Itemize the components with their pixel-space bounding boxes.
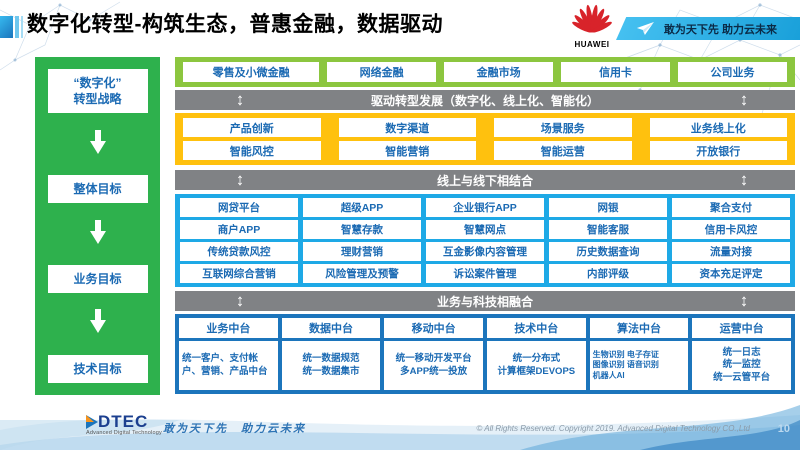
middle-platform-block: 业务中台统一客户、支付帐户、营销、产品中台数据中台统一数据规范 统一数据集市移动… xyxy=(175,314,795,394)
title-accent-decoration xyxy=(0,16,23,38)
sidebar-stage-box: “数字化” 转型战略 xyxy=(47,69,148,114)
platform-title: 技术中台 xyxy=(486,318,586,338)
paper-plane-icon xyxy=(637,21,655,35)
section-bar-label: 线上与线下相结合 xyxy=(436,173,533,188)
online-offline-box: 智慧网点 xyxy=(426,220,544,239)
adtec-wordmark: DTEC xyxy=(98,412,149,431)
sidebar-stage-box: 整体目标 xyxy=(47,175,148,204)
business-line-box: 零售及小微金融 xyxy=(183,62,320,82)
sidebar-stage-box: 技术目标 xyxy=(47,354,148,383)
business-lines-row: 零售及小微金融网络金融金融市场信用卡公司业务 xyxy=(175,57,795,87)
platform-detail: 统一分布式 计算框架DEVOPS xyxy=(486,341,586,390)
header-banner: 敢为天下先 助力云未来 xyxy=(616,17,800,40)
online-offline-box: 企业银行APP xyxy=(426,198,544,217)
platform-column: 运营中台统一日志 统一监控 统一云管平台 xyxy=(692,318,791,390)
online-offline-block: 网贷平台超级APP 企业银行APP 网银聚合支付商户APP 智慧存款智慧网点智能客服信… xyxy=(175,194,795,287)
online-offline-box: 网贷平台 xyxy=(180,198,298,217)
platform-detail: 统一移动开发平台 多APP统一投放 xyxy=(384,341,483,390)
capability-box: 业务线上化 xyxy=(649,118,787,137)
online-offline-box: 流量对接 xyxy=(672,242,790,261)
platform-title: 算法中台 xyxy=(589,318,689,338)
capability-box: 产品创新 xyxy=(183,118,321,137)
capability-box: 开放银行 xyxy=(649,141,787,160)
down-arrow-icon xyxy=(89,309,106,338)
capability-box: 数字渠道 xyxy=(338,118,476,137)
platform-column: 算法中台生物识别 电子存证 图像识别 语音识别 机器人AI xyxy=(589,318,689,390)
online-offline-box: 商户APP xyxy=(180,220,298,239)
business-line-box: 网络金融 xyxy=(327,62,437,82)
platform-title: 移动中台 xyxy=(384,318,483,338)
updown-arrow-icon: ↕ xyxy=(739,90,749,109)
section-bar-label: 业务与科技相融合 xyxy=(436,294,533,309)
huawei-wordmark: HUAWEI xyxy=(574,40,610,49)
main-flow: 零售及小微金融网络金融金融市场信用卡公司业务 ↕ 驱动转型发展（数字化、线上化、… xyxy=(175,57,795,394)
platform-detail: 统一日志 统一监控 统一云管平台 xyxy=(692,341,791,390)
online-offline-box: 互金影像内容管理 xyxy=(426,242,544,261)
online-offline-box: 信用卡风控 xyxy=(672,220,790,239)
down-arrow-icon xyxy=(89,129,106,159)
platform-title: 数据中台 xyxy=(281,318,381,338)
huawei-logo: HUAWEI xyxy=(570,4,614,49)
capability-row: 产品创新数字渠道场景服务业务线上化 xyxy=(183,118,787,137)
capability-box: 智能风控 xyxy=(183,141,321,160)
business-line-box: 信用卡 xyxy=(561,62,671,82)
capability-box: 智能运营 xyxy=(494,141,632,160)
online-offline-box: 历史数据查询 xyxy=(549,242,667,261)
platform-detail: 统一客户、支付帐户、营销、产品中台 xyxy=(179,341,278,390)
footer-copyright: © All Rights Reserved. Copyright 2019. A… xyxy=(476,424,750,433)
adtec-subtext: Advanced Digital Technology xyxy=(86,430,162,436)
updown-arrow-icon: ↕ xyxy=(739,170,749,189)
platform-detail: 生物识别 电子存证 图像识别 语音识别 机器人AI xyxy=(589,341,689,390)
adtec-arrow-icon xyxy=(86,415,98,429)
online-offline-box: 互联网综合营销 xyxy=(180,264,298,283)
platform-title: 业务中台 xyxy=(179,318,278,338)
online-offline-box: 理财营销 xyxy=(303,242,421,261)
footer-slogan: 敢为天下先 助力云未来 xyxy=(163,423,306,435)
online-offline-box: 传统贷款风控 xyxy=(180,242,298,261)
section-bar-drive: ↕ 驱动转型发展（数字化、线上化、智能化） ↕ xyxy=(175,90,795,110)
capability-row: 智能风控智能营销智能运营开放银行 xyxy=(183,141,787,160)
online-offline-box: 风险管理及预警 xyxy=(303,264,421,283)
strategy-sidebar: “数字化” 转型战略整体目标业务目标技术目标 xyxy=(35,57,160,395)
online-offline-box: 诉讼案件管理 xyxy=(426,264,544,283)
sidebar-stage-box: 业务目标 xyxy=(47,264,148,294)
capability-box: 场景服务 xyxy=(494,118,632,137)
platform-column: 业务中台统一客户、支付帐户、营销、产品中台 xyxy=(179,318,278,390)
down-arrow-icon xyxy=(89,219,106,249)
online-offline-box: 内部评级 xyxy=(549,264,667,283)
online-offline-box: 超级APP xyxy=(303,198,421,217)
online-offline-box: 智能客服 xyxy=(549,220,667,239)
platform-detail: 统一数据规范 统一数据集市 xyxy=(281,341,381,390)
page-number: 10 xyxy=(777,423,790,435)
platform-column: 数据中台统一数据规范 统一数据集市 xyxy=(281,318,381,390)
section-bar-online-offline: ↕ 线上与线下相结合 ↕ xyxy=(175,170,795,190)
huawei-flower-icon xyxy=(572,4,612,33)
updown-arrow-icon: ↕ xyxy=(235,170,245,189)
adtec-logo: DTEC Advanced Digital Technology xyxy=(86,412,162,436)
updown-arrow-icon: ↕ xyxy=(739,291,749,310)
banner-slogan: 敢为天下先 助力云未来 xyxy=(664,23,778,36)
section-bar-label: 驱动转型发展（数字化、线上化、智能化） xyxy=(370,93,599,108)
online-offline-box: 智慧存款 xyxy=(303,220,421,239)
section-bar-tech-fusion: ↕ 业务与科技相融合 ↕ xyxy=(175,291,795,311)
capability-box: 智能营销 xyxy=(338,141,476,160)
platform-column: 移动中台统一移动开发平台 多APP统一投放 xyxy=(384,318,483,390)
online-offline-box: 网银 xyxy=(549,198,667,217)
page-title: 数字化转型-构筑生态，普惠金融，数据驱动 xyxy=(27,13,443,36)
online-offline-box: 聚合支付 xyxy=(672,198,790,217)
updown-arrow-icon: ↕ xyxy=(235,291,245,310)
updown-arrow-icon: ↕ xyxy=(235,90,245,109)
business-line-box: 金融市场 xyxy=(444,62,554,82)
online-offline-box: 资本充足评定 xyxy=(672,264,790,283)
business-line-box: 公司业务 xyxy=(678,62,787,82)
platform-column: 技术中台统一分布式 计算框架DEVOPS xyxy=(486,318,586,390)
platform-title: 运营中台 xyxy=(692,318,791,338)
transform-capability-block: 产品创新数字渠道场景服务业务线上化智能风控智能营销智能运营开放银行 xyxy=(175,113,795,165)
